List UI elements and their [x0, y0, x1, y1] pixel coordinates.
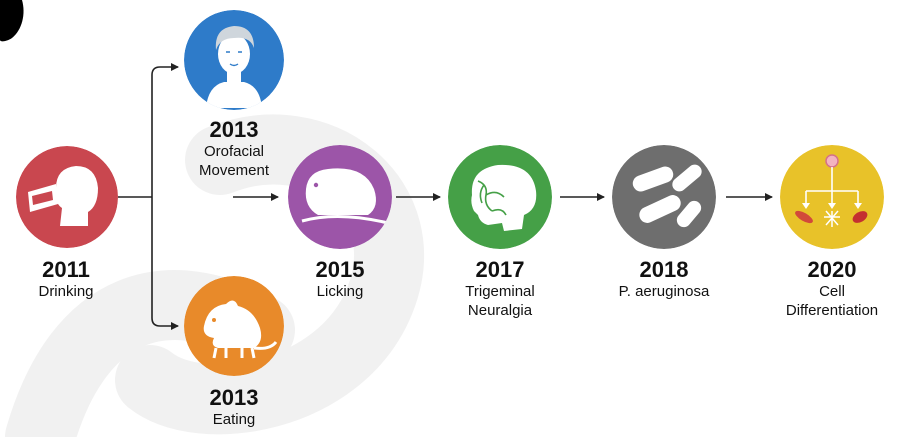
event-name: Licking: [316, 283, 364, 300]
event-name: Cell: [819, 283, 845, 300]
human-face-icon: [184, 10, 284, 110]
connector-down: [151, 197, 179, 330]
rat-eating-icon: [184, 276, 284, 376]
label-aeruginosa: 2018 P. aeruginosa: [596, 258, 732, 301]
label-trigeminal: 2017 Trigeminal Neuralgia: [436, 258, 564, 320]
label-drinking: 2011 Drinking: [0, 258, 132, 301]
year-text: 2011: [42, 257, 90, 282]
mouse-icon: [288, 145, 392, 249]
cell-differentiation-icon: [780, 145, 884, 249]
event-name: Orofacial: [203, 143, 265, 160]
node-orofacial: [184, 10, 284, 110]
head-drinking-icon: [16, 146, 118, 248]
event-name: Differentiation: [785, 302, 879, 319]
event-name: Neuralgia: [467, 302, 533, 319]
event-name: P. aeruginosa: [618, 283, 710, 300]
corner-blob: [0, 0, 24, 42]
year-text: 2017: [475, 257, 525, 282]
year-text: 2013: [209, 117, 259, 142]
label-orofacial: 2013 Orofacial Movement: [170, 118, 298, 180]
event-name: Drinking: [38, 283, 94, 300]
node-eating: [184, 276, 284, 376]
year-text: 2013: [209, 385, 259, 410]
label-licking: 2015 Licking: [276, 258, 404, 301]
year-text: 2018: [639, 257, 689, 282]
node-licking: [288, 145, 392, 249]
node-differentiation: [780, 145, 884, 249]
year-text: 2015: [315, 257, 365, 282]
label-differentiation: 2020 Cell Differentiation: [766, 258, 898, 320]
event-name: Eating: [212, 411, 256, 428]
node-trigeminal: [448, 145, 552, 249]
skull-nerve-icon: [448, 145, 552, 249]
year-text: 2020: [807, 257, 857, 282]
connector-up: [151, 63, 179, 197]
node-aeruginosa: [612, 145, 716, 249]
node-drinking: [16, 146, 118, 248]
bacteria-icon: [612, 145, 716, 249]
event-name: Trigeminal: [465, 283, 535, 300]
event-name: Movement: [198, 162, 270, 179]
label-eating: 2013 Eating: [170, 386, 298, 429]
